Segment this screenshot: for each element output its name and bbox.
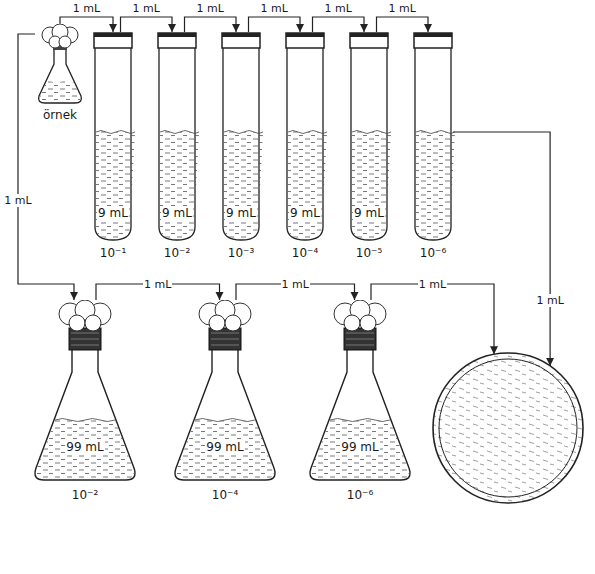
tube-node: 9 mL 10⁻⁵ [344,32,394,264]
sample-label: örnek [43,108,77,122]
transfer-volume: 1 mL [3,194,32,207]
test-tube [408,32,458,242]
dilution-label: 10⁻⁶ [420,246,446,260]
tube-node: 9 mL 10⁻² [152,32,202,264]
flask-node: 99 mL 10⁻² [30,300,140,510]
transfer-arrow [371,284,494,354]
transfer-volume: 1 mL [535,294,564,307]
dilution-label: 10⁻⁵ [356,246,382,260]
flask-node: 99 mL 10⁻⁶ [305,300,415,510]
transfer-volume: 1 mL [418,278,447,291]
tube-node: 9 mL 10⁻⁴ [280,32,330,264]
transfer-volume: 1 mL [260,2,289,15]
tube-node: 9 mL 10⁻¹ [88,32,138,264]
flask-node: 99 mL 10⁻⁴ [170,300,280,510]
tube-node: 9 mL 10⁻³ [216,32,266,264]
volume-label: 9 mL [161,206,193,220]
volume-label: 99 mL [65,440,104,454]
dilution-label: 10⁻³ [228,246,254,260]
dilution-flask [30,300,140,482]
dilution-label: 10⁻⁴ [212,488,238,502]
transfer-arrow [377,17,429,32]
transfer-volume: 1 mL [281,278,310,291]
transfer-arrow [249,17,301,32]
transfer-volume: 1 mL [196,2,225,15]
transfer-volume: 1 mL [324,2,353,15]
volume-label: 99 mL [205,440,244,454]
dilution-label: 10⁻¹ [100,246,126,260]
transfer-arrow [313,17,365,32]
transfer-arrow [121,17,173,32]
transfer-volume: 1 mL [143,278,172,291]
volume-label: 9 mL [225,206,257,220]
sample-flask [35,24,85,104]
petri-dish [430,350,586,506]
volume-label: 9 mL [289,206,321,220]
dilution-label: 10⁻⁶ [347,488,373,502]
transfer-volume: 1 mL [388,2,417,15]
transfer-volume: 1 mL [72,2,101,15]
dilution-flask [305,300,415,482]
transfer-arrow [185,17,237,32]
transfer-arrow [453,132,550,366]
dilution-label: 10⁻² [164,246,190,260]
sample-node: örnek [35,24,85,124]
dilution-flask [170,300,280,482]
petri-node [430,350,586,506]
tube-node: 10⁻⁶ [408,32,458,264]
transfer-volume: 1 mL [132,2,161,15]
dilution-label: 10⁻⁴ [292,246,318,260]
dilution-label: 10⁻² [72,488,98,502]
volume-label: 9 mL [353,206,385,220]
volume-label: 99 mL [340,440,379,454]
volume-label: 9 mL [97,206,129,220]
